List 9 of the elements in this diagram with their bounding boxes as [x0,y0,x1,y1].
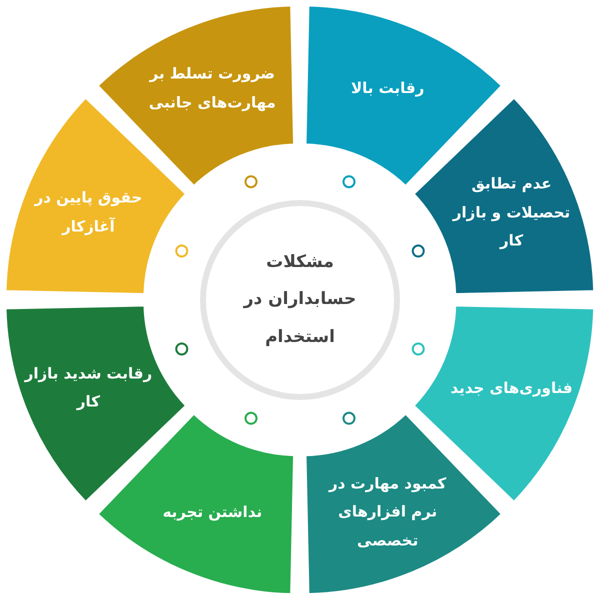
segment-label: فناوری‌های جدید [450,377,574,399]
segment-label: حقوق پایین در آغازکار [33,188,144,238]
segment-label: رقابت بالا [350,78,426,100]
segment-label: نداشتن تجربه [162,501,264,523]
segment-label: رقابت شدید بازار کار [23,363,154,413]
segment-label: ضرورت تسلط بر مهارت‌های جانبی [148,64,277,114]
segment-label: کمبود مهارت در نرم افزارهای تخصصی [327,472,448,551]
segment-label: عدم تطابق تحصیلات و بازار کار [451,174,572,252]
center-title: مشکلات حسابداران در استخدام [242,250,358,349]
